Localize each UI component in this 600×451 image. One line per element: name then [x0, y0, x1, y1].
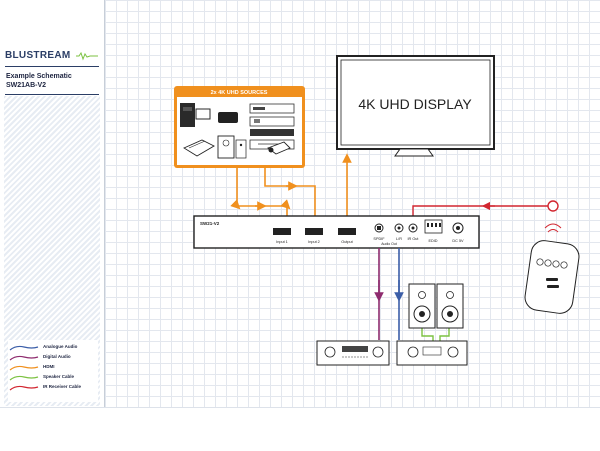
speaker-cable-icon: [9, 375, 39, 381]
legend-item-speaker: Speaker Cable: [8, 374, 98, 382]
cable-legend: Analogue Audio Digital Audio HDMI Speake…: [8, 340, 98, 402]
lr-port[interactable]: L/R: [394, 223, 404, 241]
remote-control-icon: [524, 240, 580, 314]
brand-logo: BLUSTREAM: [5, 50, 71, 61]
legend-label: HDMI: [43, 364, 55, 369]
pc-tower-icon: [180, 103, 211, 127]
speaker-icon: [436, 283, 464, 329]
port-label: SPDIF: [373, 237, 385, 241]
port-label: IR Out: [408, 237, 420, 241]
display-label: 4K UHD DISPLAY: [358, 96, 472, 112]
port-label: EDID: [428, 239, 437, 243]
game-console-icon: [183, 135, 247, 159]
legend-label: Analogue Audio: [43, 344, 78, 349]
ir-signal-icon: [544, 223, 562, 233]
hdmi-port-input1[interactable]: Input 1: [273, 228, 291, 244]
port-label: L/R: [396, 237, 402, 241]
camera-icon: [267, 141, 291, 155]
media-player-icon: [218, 112, 238, 123]
footer-strip: [0, 407, 600, 451]
av-receiver-icon: [316, 340, 390, 366]
legend-item-digital: Digital Audio: [8, 354, 98, 362]
port-label: Input 2: [308, 240, 320, 244]
schematic-title-line1: Example Schematic: [6, 73, 72, 80]
hdmi-port-output[interactable]: Output: [338, 228, 356, 244]
schematic-title-line2: SW21AB-V2: [6, 82, 47, 89]
sidebar: BLUSTREAM Example Schematic SW21AB-V2 An…: [0, 0, 105, 407]
logo-wave-icon: [76, 51, 98, 61]
digital-cable-icon: [9, 355, 39, 361]
speaker-icon: [408, 283, 436, 329]
switcher-model: SW21-V2: [200, 221, 220, 226]
port-label: DC 5V: [452, 239, 464, 243]
hdmi-cable-icon: [9, 365, 39, 371]
legend-item-ir: IR Receiver Cable: [8, 384, 98, 392]
legend-item-hdmi: HDMI: [8, 364, 98, 372]
analogue-cable-icon: [9, 345, 39, 351]
hdmi-cables: [230, 153, 352, 224]
dc-power-port[interactable]: DC 5V: [452, 222, 464, 243]
legend-label: Speaker Cable: [43, 374, 75, 379]
set-top-box-icon: [249, 103, 295, 150]
port-label: Input 1: [276, 240, 288, 244]
legend-label: IR Receiver Cable: [43, 384, 82, 389]
sources-panel: 2x 4K UHD SOURCES: [174, 86, 305, 168]
schematic-title: Example Schematic SW21AB-V2: [6, 72, 72, 90]
divider: [5, 66, 99, 67]
edid-switch[interactable]: EDID: [424, 219, 443, 243]
audio-out-label: Audio Out: [381, 242, 397, 246]
port-label: Output: [341, 240, 353, 244]
divider: [5, 94, 99, 95]
audio-cables: [374, 248, 450, 342]
amplifier-icon: [396, 340, 468, 366]
sources-title: 2x 4K UHD SOURCES: [211, 90, 268, 96]
spdif-port[interactable]: SPDIF: [373, 223, 385, 241]
ir-cable-icon: [9, 385, 39, 391]
legend-item-analogue: Analogue Audio: [8, 344, 98, 352]
ir-out-port[interactable]: IR Out: [408, 223, 420, 241]
hdmi-port-input2[interactable]: Input 2: [305, 228, 323, 244]
display-screen: 4K UHD DISPLAY: [336, 55, 495, 157]
legend-label: Digital Audio: [43, 354, 71, 359]
switcher-unit: SW21-V2 Input 1 Input 2 Output SPDIF L/R…: [193, 215, 480, 249]
